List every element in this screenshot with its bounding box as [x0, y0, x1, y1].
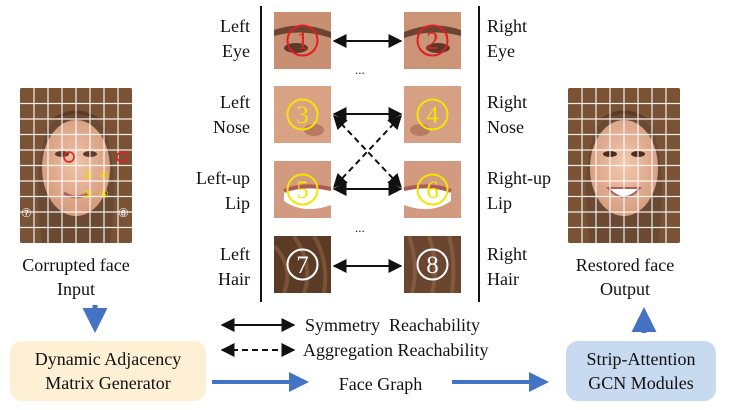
patch-right-lip: 6	[404, 161, 461, 218]
patch-number-5: 5	[296, 177, 309, 204]
gcn-line2: GCN Modules	[588, 373, 694, 393]
patch-left-nose: 3	[274, 86, 331, 143]
patch-right-hair: 8	[404, 236, 461, 293]
patch-number-3: 3	[296, 102, 309, 129]
marker-8: ⑧	[118, 206, 129, 220]
patch-right-nose: 4	[404, 86, 461, 143]
input-caption-line2: Input	[57, 279, 95, 299]
right-divider	[478, 6, 480, 302]
face-graph-label: Face Graph	[338, 374, 423, 394]
left-label-eye: Left Eye	[220, 16, 250, 61]
legend-aggregation-label: Aggregation Reachability	[303, 340, 489, 360]
generator-line2: Matrix Generator	[45, 373, 171, 393]
left-label-hair: Left Hair	[218, 244, 250, 289]
right-label-lip: Right-up Lip	[487, 168, 552, 213]
left-divider	[260, 6, 262, 302]
patch-number-4: 4	[426, 102, 439, 129]
marker-7: ⑦	[21, 206, 32, 220]
patch-number-1: 1	[296, 28, 309, 55]
strip-attention-gcn-box: Strip-Attention GCN Modules	[566, 341, 716, 401]
right-label-eye: Right Eye	[487, 16, 528, 61]
left-label-nose: Left Nose	[213, 92, 250, 137]
aggregation-arrow-4-5	[333, 114, 402, 189]
marker-5: ⑤	[83, 189, 93, 201]
marker-4: ④	[99, 170, 109, 182]
patch-left-lip: 5	[274, 161, 331, 218]
patch-right-eye: 2	[404, 12, 461, 69]
patch-number-6: 6	[426, 177, 439, 204]
legend-symmetry-label: Symmetry Reachability	[305, 315, 480, 335]
corrupted-face-image: ⑦ ⑧ ③ ④ ⑤ ⑥	[20, 88, 132, 243]
marker-3: ③	[83, 170, 93, 182]
gcn-line1: Strip-Attention	[586, 349, 696, 369]
patch-left-hair: 7	[274, 236, 331, 293]
generator-line1: Dynamic Adjacency	[34, 349, 182, 369]
output-caption-line2: Output	[599, 279, 650, 299]
dynamic-adjacency-generator-box: Dynamic Adjacency Matrix Generator	[10, 341, 206, 401]
patch-number-7: 7	[296, 252, 309, 279]
right-label-hair: Right Hair	[487, 244, 528, 289]
ellipsis-bottom: ...	[355, 220, 365, 235]
right-label-nose: Right Nose	[487, 92, 528, 137]
restored-face-image	[568, 88, 680, 243]
ellipsis-top: ...	[355, 62, 365, 77]
patch-number-2: 2	[426, 28, 439, 55]
patch-left-eye: 1	[274, 12, 331, 69]
marker-6: ⑥	[99, 189, 109, 201]
left-label-lip: Left-up Lip	[196, 168, 250, 213]
input-caption-line1: Corrupted face	[22, 255, 130, 275]
output-caption-line1: Restored face	[575, 255, 675, 275]
patch-number-8: 8	[426, 252, 439, 279]
